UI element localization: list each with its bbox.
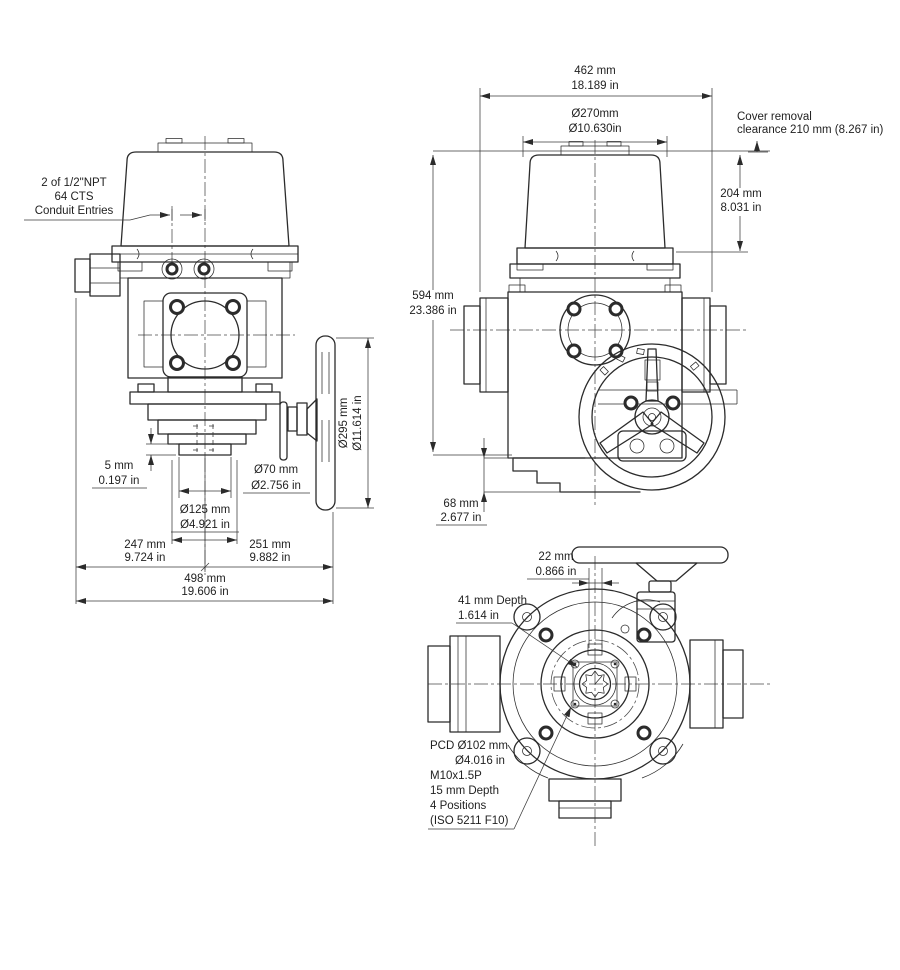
dim-spigot-height: 5 mm 0.197 in bbox=[92, 428, 176, 489]
front-handwheel bbox=[578, 343, 726, 491]
dim-overall-length: 498 mm 19.606 in bbox=[76, 573, 333, 604]
mounting-line2: Ø4.016 in bbox=[455, 755, 505, 767]
cover-dia-inch: Ø10.630in bbox=[568, 123, 621, 135]
mounting-line3: M10x1.5P bbox=[430, 770, 482, 782]
dim-overall-width: 462 mm 18.189 in bbox=[479, 65, 713, 292]
front-view-actuator: 462 mm 18.189 in Ø270mm Ø10.630in Cover … bbox=[409, 65, 884, 526]
plan-centerlines bbox=[428, 556, 770, 848]
dim-conduit-entries: 2 of 1/2"NPT 64 CTS Conduit Entries bbox=[24, 177, 206, 221]
front-body bbox=[463, 284, 738, 493]
dim-base-height: 68 mm 2.677 in bbox=[436, 438, 561, 526]
base-height-inch: 2.677 in bbox=[441, 512, 482, 524]
center-to-front-mm: 251 mm bbox=[249, 539, 291, 551]
bolt bbox=[608, 301, 624, 317]
conduit-note-line1: 2 of 1/2"NPT bbox=[41, 177, 106, 189]
handwheel-dia-inch: Ø11.614 in bbox=[352, 395, 364, 450]
center-to-rear-inch: 9.724 in bbox=[125, 552, 166, 564]
cover-removal-line2: clearance 210 mm (8.267 in) bbox=[737, 124, 884, 136]
mounting-line5: 4 Positions bbox=[430, 800, 487, 812]
drive-star bbox=[581, 670, 609, 698]
bolt bbox=[169, 299, 185, 315]
overall-length-mm: 498 mm bbox=[184, 573, 226, 585]
cover-dia-mm: Ø270mm bbox=[571, 108, 618, 120]
bolt bbox=[566, 301, 582, 317]
bolt bbox=[225, 299, 241, 315]
handwheel-dia-mm: Ø295 mm bbox=[338, 398, 350, 449]
overall-height-inch: 23.386 in bbox=[409, 305, 456, 317]
motor-cylinder bbox=[479, 297, 509, 393]
stem-width-mm: 22 mm bbox=[538, 551, 573, 563]
dim-stem-width: 22 mm 0.866 in bbox=[527, 551, 619, 648]
dim-overall-height: 594 mm 23.386 in bbox=[409, 155, 512, 456]
terminal-box bbox=[89, 253, 121, 297]
side-view-actuator: 2 of 1/2"NPT 64 CTS Conduit Entries Ø295… bbox=[24, 136, 374, 604]
mounting-line4: 15 mm Depth bbox=[430, 785, 499, 797]
dim-handwheel-diameter: Ø295 mm Ø11.614 in bbox=[336, 337, 374, 509]
center-to-front-inch: 9.882 in bbox=[250, 552, 291, 564]
bolt bbox=[225, 355, 241, 371]
conduit-note-line2: 64 CTS bbox=[55, 191, 94, 203]
mounting-line6: (ISO 5211 F10) bbox=[430, 815, 509, 827]
plan-handwheel bbox=[571, 546, 729, 643]
ear-lug bbox=[649, 737, 677, 765]
front-centerlines bbox=[450, 140, 748, 505]
mounting-line1: PCD Ø102 mm bbox=[430, 740, 508, 752]
spigot-dia-mm: Ø70 mm bbox=[254, 464, 298, 476]
overall-height-mm: 594 mm bbox=[412, 290, 454, 302]
bolt bbox=[538, 725, 554, 741]
dim-cover-height: 204 mm 8.031 in bbox=[676, 155, 762, 253]
dim-cover-diameter: Ø270mm Ø10.630in bbox=[522, 108, 668, 157]
base-height-mm: 68 mm bbox=[443, 498, 478, 510]
dim-length-split: 247 mm 9.724 in 251 mm 9.882 in bbox=[75, 298, 334, 604]
side-top-cover bbox=[120, 138, 290, 247]
spigot-height-mm: 5 mm bbox=[105, 460, 134, 472]
dim-bore-depth: 41 mm Depth 1.614 in bbox=[456, 595, 578, 668]
cover-height-inch: 8.031 in bbox=[721, 202, 762, 214]
output-flange bbox=[559, 294, 631, 366]
stem-width-inch: 0.866 in bbox=[536, 566, 577, 578]
plan-cylinders bbox=[427, 635, 744, 733]
bolt bbox=[636, 725, 652, 741]
bolt bbox=[169, 355, 185, 371]
handwheel-hub bbox=[634, 399, 670, 435]
cover-screw bbox=[161, 258, 183, 280]
ear-lug bbox=[513, 737, 541, 765]
clutch-plate bbox=[617, 430, 687, 462]
spigot-dia-inch: Ø2.756 in bbox=[251, 480, 301, 492]
spigot-height-inch: 0.197 in bbox=[99, 475, 140, 487]
bolt bbox=[566, 343, 582, 359]
bore-depth-line2: 1.614 in bbox=[458, 610, 499, 622]
overall-width-mm: 462 mm bbox=[574, 65, 616, 77]
conduit-note-line3: Conduit Entries bbox=[35, 205, 114, 217]
overall-width-inch: 18.189 in bbox=[571, 80, 618, 92]
note-cover-removal: Cover removal clearance 210 mm (8.267 in… bbox=[433, 111, 884, 153]
note-mounting-spec: PCD Ø102 mm Ø4.016 in M10x1.5P 15 mm Dep… bbox=[428, 706, 572, 830]
declutch-lever bbox=[279, 401, 288, 461]
side-switch-compartment bbox=[74, 253, 291, 379]
bolt bbox=[636, 627, 652, 643]
bore-depth-line1: 41 mm Depth bbox=[458, 595, 527, 607]
cover-height-mm: 204 mm bbox=[720, 188, 762, 200]
plan-view-actuator: 22 mm 0.866 in 41 mm Depth 1.614 in PCD … bbox=[427, 546, 770, 848]
ear-lug bbox=[513, 603, 541, 631]
bolt bbox=[665, 395, 681, 411]
dim-spigot-diameter: Ø70 mm Ø2.756 in bbox=[178, 457, 310, 498]
overall-length-inch: 19.606 in bbox=[181, 586, 228, 598]
cover-screw bbox=[193, 258, 215, 280]
bolt bbox=[623, 395, 639, 411]
side-handwheel bbox=[279, 335, 336, 511]
bolt bbox=[608, 343, 624, 359]
center-to-rear-mm: 247 mm bbox=[124, 539, 166, 551]
cover-removal-line1: Cover removal bbox=[737, 111, 812, 123]
bolt bbox=[538, 627, 554, 643]
ear-lug bbox=[649, 603, 677, 631]
plan-foot bbox=[548, 778, 622, 819]
